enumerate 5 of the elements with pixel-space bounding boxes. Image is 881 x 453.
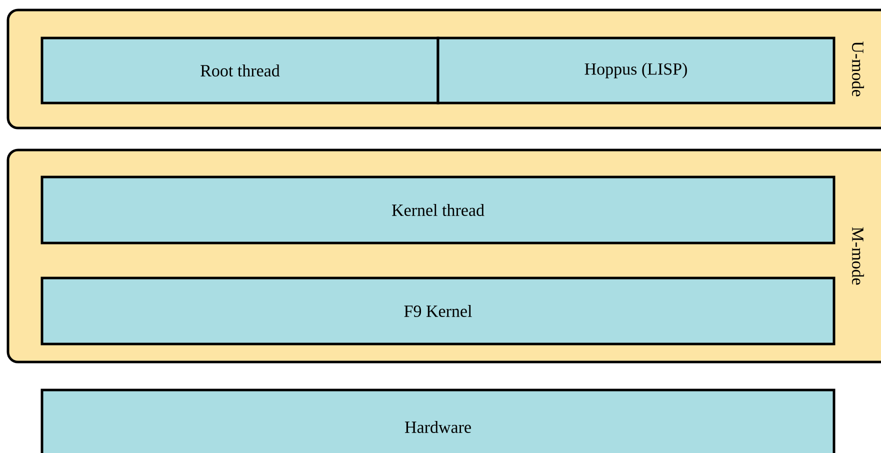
layer-box: Hardware (40, 388, 836, 453)
layer-box: F9 Kernel (40, 276, 836, 346)
layer-box: Kernel thread (40, 176, 836, 244)
layer-box: Hoppus (LISP) (436, 36, 836, 104)
layer-box: Root thread (40, 36, 440, 104)
